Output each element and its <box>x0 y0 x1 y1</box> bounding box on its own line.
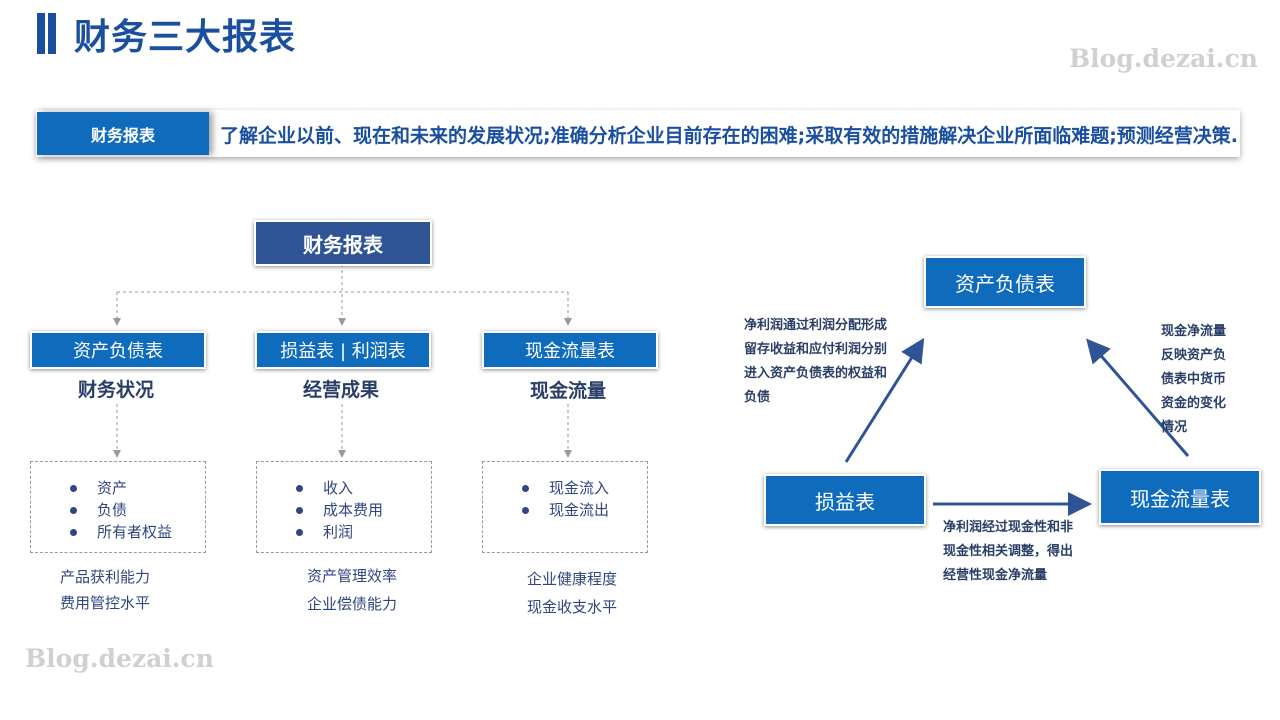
list-item: 成本费用 <box>283 499 413 521</box>
note-line: 资金的变化 <box>1161 396 1227 411</box>
note-line: 净利润经过现金性和非 <box>943 520 1074 535</box>
branch-cash-flow: 现金流量表 <box>482 331 658 369</box>
note-line: 净利润通过利润分配形成 <box>744 318 888 333</box>
list-item: 负债 <box>57 499 177 521</box>
branch-balance-notes: 产品获利能力 费用管控水平 <box>60 564 150 616</box>
list-item: 现金流入 <box>509 477 639 499</box>
list-item: 利润 <box>283 521 413 543</box>
note-cash-to-balance: 现金净流量 反映资产负 债表中货币 资金的变化 情况 <box>1161 320 1226 440</box>
note-line: 费用管控水平 <box>60 594 151 612</box>
note-line: 债表中货币 <box>1161 372 1227 387</box>
note-line: 产品获利能力 <box>60 568 151 586</box>
note-line: 情况 <box>1161 420 1188 435</box>
branch-income-notes: 资产管理效率 企业偿债能力 <box>307 562 397 618</box>
cycle-balance-sheet-box: 资产负债表 <box>924 256 1086 308</box>
arrow-income-to-balance <box>844 337 925 463</box>
title-accent-bar <box>37 13 45 54</box>
banner-label: 财务报表 <box>37 112 209 155</box>
watermark-bottom: Blog.dezai.cn <box>25 644 214 673</box>
branch-cash-items-box: 现金流入 现金流出 <box>482 461 648 553</box>
note-line: 企业健康程度 <box>527 570 618 588</box>
cycle-cash-flow-box: 现金流量表 <box>1099 469 1261 525</box>
list-item: 所有者权益 <box>57 521 177 543</box>
note-line: 资产管理效率 <box>307 567 398 585</box>
note-line: 反映资产负 <box>1161 348 1227 363</box>
branch-income-statement: 损益表 | 利润表 <box>255 331 431 369</box>
note-line: 现金收支水平 <box>527 598 618 616</box>
list-item: 资产 <box>57 477 177 499</box>
note-income-to-balance: 净利润通过利润分配形成 留存收益和应付利润分别 进入资产负债表的权益和 负债 <box>744 314 887 410</box>
note-line: 企业偿债能力 <box>307 595 398 613</box>
note-line: 进入资产负债表的权益和 <box>744 366 888 381</box>
note-line: 留存收益和应付利润分别 <box>744 342 888 357</box>
branch-balance-subtitle: 财务状况 <box>77 379 154 401</box>
intro-banner <box>36 110 1240 157</box>
banner-text: 了解企业以前、现在和未来的发展状况;准确分析企业目前存在的困难;采取有效的措施解… <box>220 125 1239 147</box>
tree-root-box: 财务报表 <box>254 220 432 266</box>
note-line: 现金净流量 <box>1161 324 1227 339</box>
note-line: 现金性相关调整，得出 <box>943 544 1074 559</box>
watermark-top: Blog.dezai.cn <box>1069 44 1258 73</box>
title-accent-bar <box>48 13 56 54</box>
list-item: 收入 <box>283 477 413 499</box>
branch-balance-items-box: 资产 负债 所有者权益 <box>30 461 206 553</box>
branch-balance-sheet: 资产负债表 <box>30 331 206 369</box>
arrow-cash-to-balance <box>1086 338 1190 457</box>
list-item: 现金流出 <box>509 499 639 521</box>
branch-cash-subtitle: 现金流量 <box>529 380 606 402</box>
note-line: 负债 <box>744 390 771 405</box>
page-title: 财务三大报表 <box>74 17 297 58</box>
cycle-income-statement-box: 损益表 <box>764 474 926 526</box>
branch-income-items-box: 收入 成本费用 利润 <box>256 461 432 553</box>
note-income-to-cash: 净利润经过现金性和非 现金性相关调整，得出 经营性现金净流量 <box>943 516 1073 588</box>
note-line: 经营性现金净流量 <box>943 568 1048 583</box>
branch-cash-notes: 企业健康程度 现金收支水平 <box>527 565 617 621</box>
branch-income-subtitle: 经营成果 <box>302 379 379 401</box>
